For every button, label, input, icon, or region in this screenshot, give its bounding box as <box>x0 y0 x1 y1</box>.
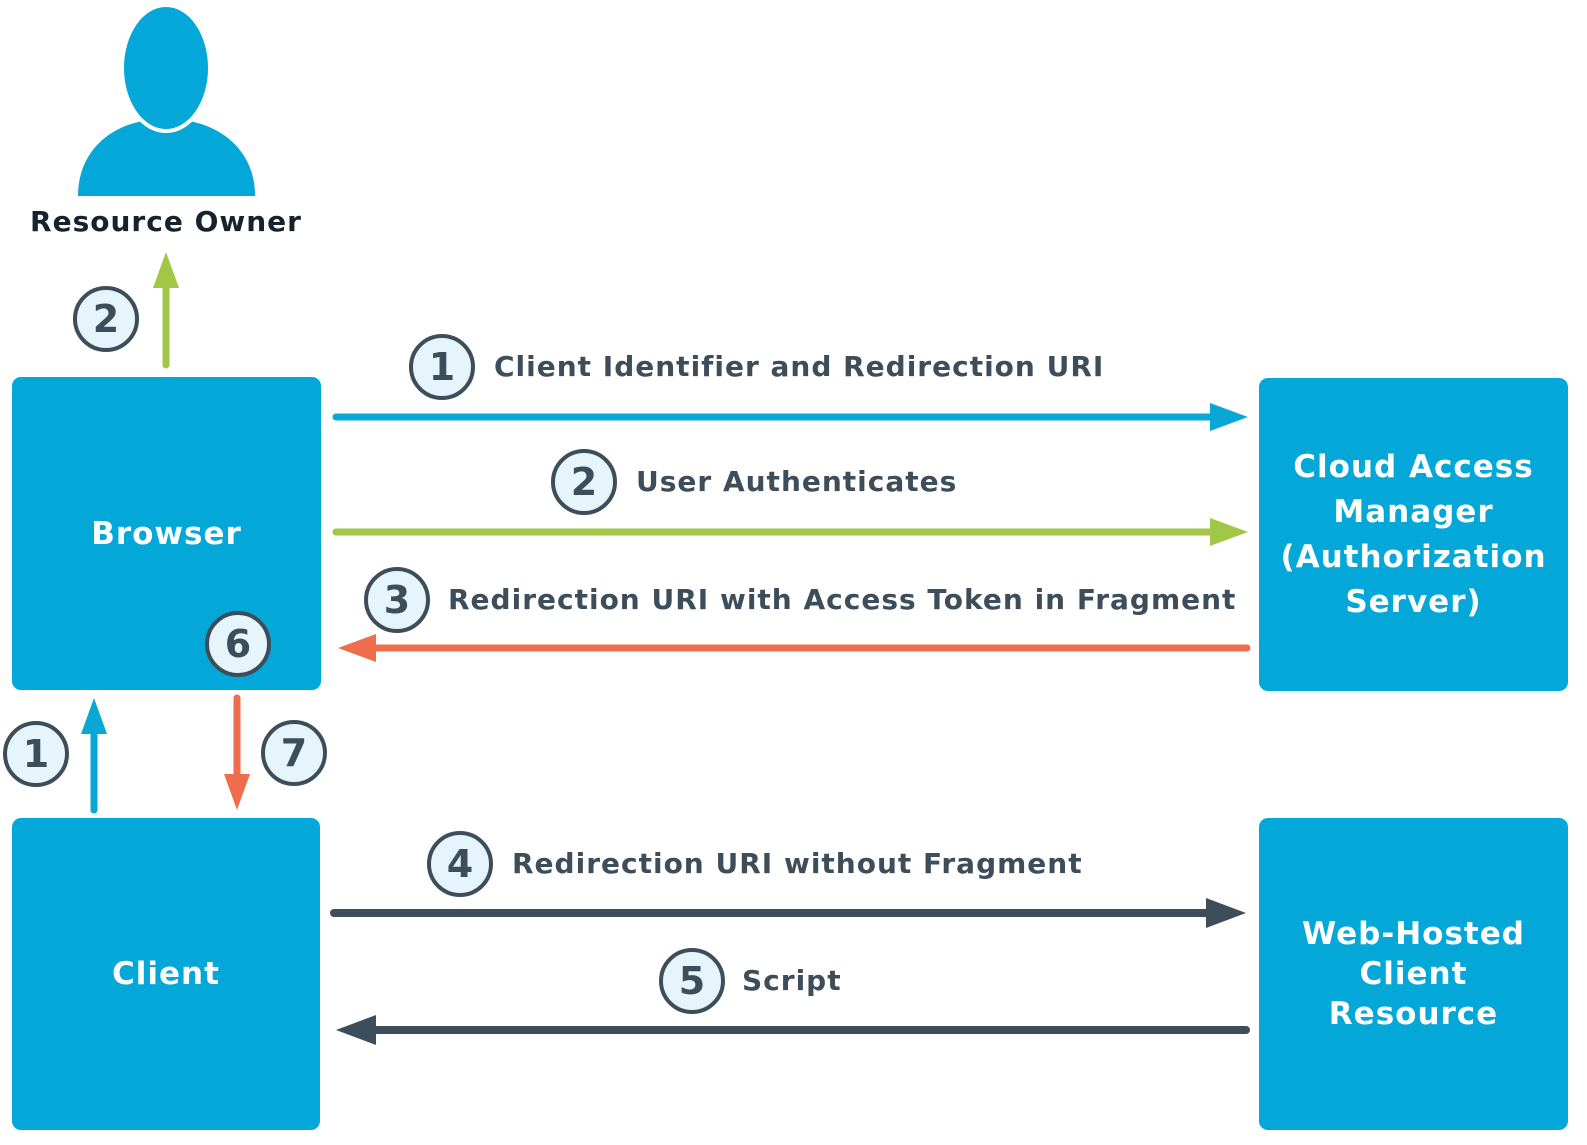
step-badge-browser: 6 <box>205 611 271 677</box>
client-label: Client <box>112 956 220 992</box>
arrow-browser-to-owner <box>153 252 179 369</box>
step-badge-owner: 2 <box>73 286 139 352</box>
cam-label-line: Cloud Access <box>1293 448 1534 485</box>
whcr-label-line: Resource <box>1328 996 1499 1032</box>
person-icon <box>78 3 255 196</box>
arrow-5-script <box>336 1015 1250 1045</box>
step-badge-5: 5 <box>659 948 725 1014</box>
cam-label-line: Server) <box>1345 583 1482 620</box>
browser-box: Browser <box>12 377 321 690</box>
step-badge-browser-to-client: 7 <box>261 720 327 786</box>
arrow-client-to-browser <box>81 698 107 814</box>
step-badge-3: 3 <box>364 567 430 633</box>
arrow-3-redirection-with-token <box>338 634 1251 662</box>
step-badge-2: 2 <box>551 449 617 515</box>
client-box: Client <box>12 818 320 1130</box>
web-hosted-client-resource-box: Web-Hosted Client Resource <box>1259 818 1568 1130</box>
cam-label-line: (Authorization <box>1280 538 1547 575</box>
resource-owner-label: Resource Owner <box>30 205 302 238</box>
browser-label: Browser <box>91 515 242 552</box>
flow-label-3: Redirection URI with Access Token in Fra… <box>448 583 1237 616</box>
flow-label-5: Script <box>742 964 842 997</box>
flow-label-1: Client Identifier and Redirection URI <box>494 350 1105 383</box>
flow-label-4: Redirection URI without Fragment <box>512 847 1083 880</box>
arrow-browser-to-client <box>224 694 250 810</box>
arrow-4-redirection-without-fragment <box>330 898 1246 928</box>
cam-label-line: Manager <box>1333 493 1494 530</box>
step-badge-1: 1 <box>409 334 475 400</box>
whcr-label-line: Web-Hosted <box>1302 916 1525 952</box>
step-badge-client-to-browser: 1 <box>3 721 69 787</box>
arrow-1-client-identifier <box>332 403 1248 431</box>
cloud-access-manager-box: Cloud Access Manager (Authorization Serv… <box>1259 378 1568 691</box>
whcr-label-line: Client <box>1359 956 1468 992</box>
step-badge-4: 4 <box>427 831 493 897</box>
arrow-2-user-authenticates <box>332 518 1248 546</box>
flow-label-2: User Authenticates <box>636 465 958 498</box>
